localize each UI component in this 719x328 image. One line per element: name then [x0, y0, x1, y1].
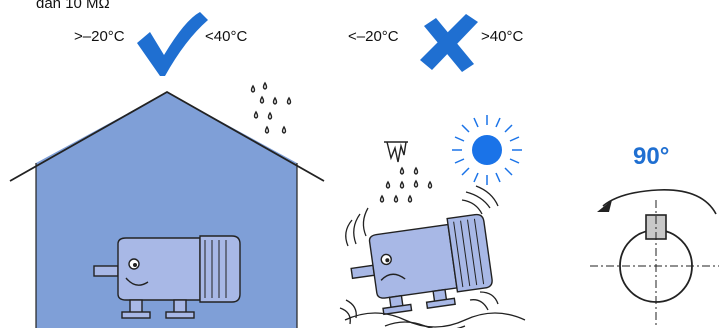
caption-top: dan 10 MΩ [36, 0, 110, 12]
check-icon [137, 12, 208, 76]
ok-max-temp-label: <40°C [205, 28, 247, 45]
shaft-cross-section [590, 200, 719, 328]
rotation-angle-label: 90° [633, 143, 669, 170]
ok-min-temp-label: >–20°C [74, 28, 125, 45]
sun-icon [452, 115, 522, 185]
icicle-icon [384, 141, 408, 163]
bad-min-temp-label: <–20°C [348, 28, 399, 45]
cross-icon [420, 14, 478, 72]
bad-max-temp-label: >40°C [481, 28, 523, 45]
sad-motor-illustration [339, 185, 526, 328]
rotation-arrow-icon [597, 189, 717, 215]
happy-motor-illustration [93, 235, 241, 319]
raindrops-icon [250, 81, 292, 134]
outdoor-raindrops-icon [379, 166, 433, 203]
